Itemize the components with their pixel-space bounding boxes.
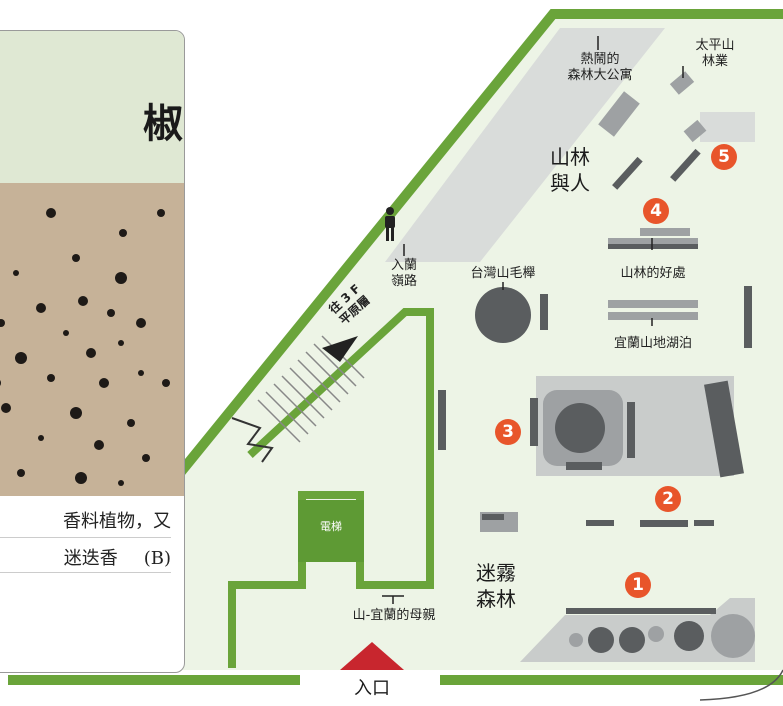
marker-1[interactable]: 1 <box>625 572 651 598</box>
outer-wall <box>16 9 783 674</box>
card-header <box>0 31 184 183</box>
marker-2[interactable]: 2 <box>655 486 681 512</box>
label-elevator: 電梯 <box>320 520 342 533</box>
label-lakes: 宜蘭山地湖泊 <box>613 336 692 351</box>
marker-5[interactable]: 5 <box>711 144 737 170</box>
card-description: 香料植物，又 <box>63 511 171 532</box>
floor-area <box>20 12 783 670</box>
label-taipingshan: 太平山 林業 <box>695 38 735 70</box>
answer-option-text: 迷迭香 <box>63 548 118 569</box>
corridor <box>385 28 665 262</box>
answer-option-tag: (B) <box>143 548 171 569</box>
label-mist-forest: 迷霧 森林 <box>476 561 516 611</box>
answer-option-row[interactable]: 迷迭香 (B) <box>0 537 171 573</box>
label-entrance: 入口 <box>354 678 390 699</box>
card-photo <box>0 183 184 496</box>
entrance-marker <box>340 642 404 670</box>
stairs-arrow <box>322 336 358 362</box>
label-beech: 台灣山毛櫸 <box>470 266 536 281</box>
exhibits <box>438 71 755 662</box>
marker-4[interactable]: 4 <box>643 198 669 224</box>
label-lan-ridge: 入蘭 嶺路 <box>390 258 417 290</box>
leader-lines <box>382 36 684 604</box>
card-title: 椒 <box>143 101 184 147</box>
label-busy-apartment: 熱鬧的 森林大公寓 <box>567 52 633 84</box>
label-mountain-people: 山林 與人 <box>550 145 590 195</box>
marker-3[interactable]: 3 <box>495 419 521 445</box>
elevator <box>298 500 364 562</box>
staircase <box>257 335 365 443</box>
label-benefits: 山林的好處 <box>620 266 686 281</box>
info-card: 椒 香料植物，又 迷迭香 (B) <box>0 30 185 673</box>
label-mother: 山-宜蘭的母親 <box>352 608 436 623</box>
person-icon <box>385 207 395 241</box>
